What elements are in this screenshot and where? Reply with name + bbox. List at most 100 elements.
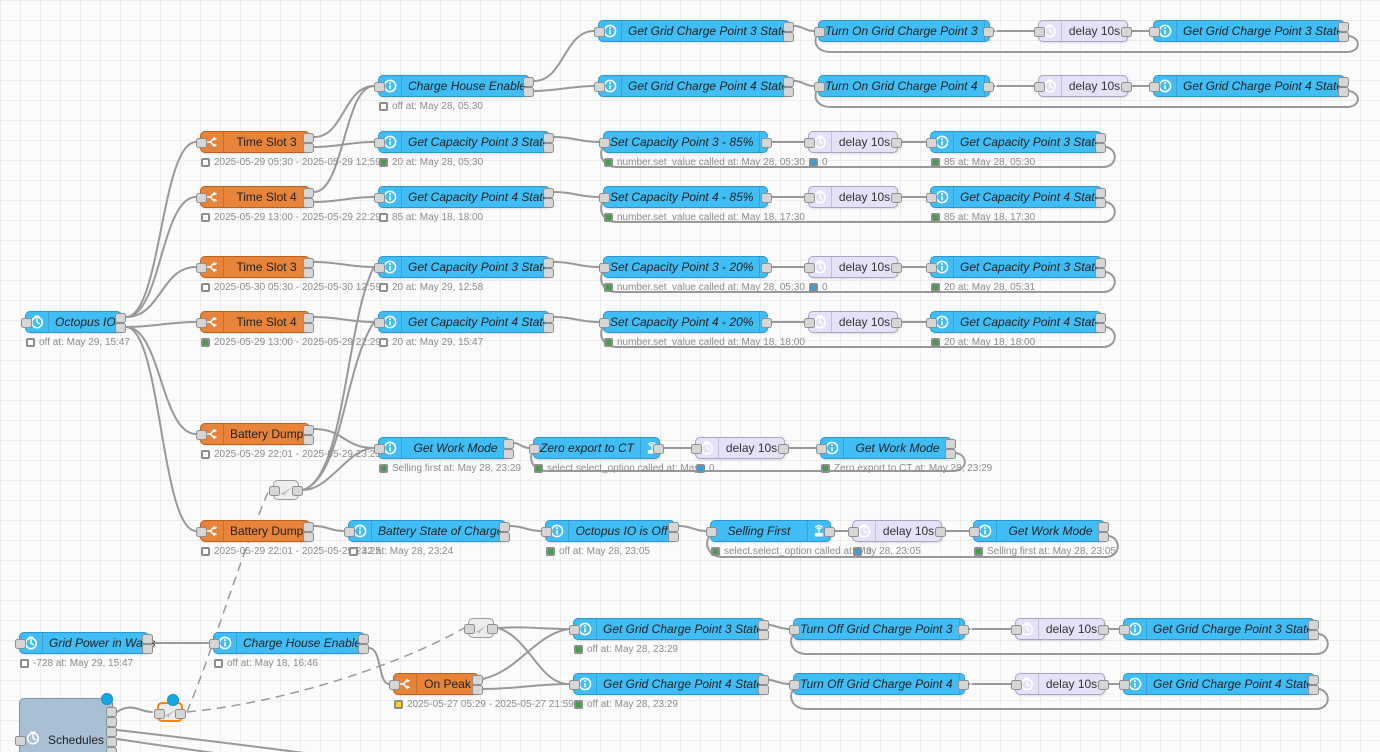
node-link-out-selected[interactable] — [154, 702, 186, 722]
output-port-1[interactable] — [543, 188, 554, 198]
output-port[interactable] — [983, 27, 994, 37]
output-port-2[interactable] — [1338, 32, 1349, 42]
output-port[interactable] — [824, 527, 835, 537]
input-port[interactable] — [374, 444, 385, 454]
output-port-1[interactable] — [758, 675, 769, 685]
output-port-1[interactable] — [543, 313, 554, 323]
output-port-1[interactable] — [1095, 133, 1106, 143]
output-port[interactable] — [1121, 27, 1132, 37]
input-port[interactable] — [1011, 625, 1022, 635]
input-port[interactable] — [1149, 27, 1160, 37]
output-port-1[interactable] — [945, 439, 956, 449]
output-port-2[interactable] — [303, 323, 314, 333]
input-port[interactable] — [374, 193, 385, 203]
input-port[interactable] — [344, 527, 355, 537]
output-port-3[interactable] — [106, 727, 117, 737]
input-port[interactable] — [599, 263, 610, 273]
output-port[interactable] — [983, 82, 994, 92]
output-port-2[interactable] — [783, 87, 794, 97]
output-port-1[interactable] — [668, 522, 679, 532]
output-port-2[interactable] — [303, 268, 314, 278]
output-port-2[interactable] — [1308, 630, 1319, 640]
input-port[interactable] — [599, 138, 610, 148]
output-port-2[interactable] — [303, 198, 314, 208]
output-port-1[interactable] — [1095, 188, 1106, 198]
input-port[interactable] — [594, 27, 605, 37]
input-port[interactable] — [196, 430, 207, 440]
node-grid-power-in-watts[interactable]: Grid Power in Watts-728 at: May 29, 15:4… — [15, 632, 155, 669]
input-port[interactable] — [1034, 82, 1045, 92]
input-port[interactable] — [1034, 27, 1045, 37]
output-port[interactable] — [761, 193, 772, 203]
output-port[interactable] — [935, 527, 946, 537]
output-port-2[interactable] — [1338, 87, 1349, 97]
output-port-2[interactable] — [758, 630, 769, 640]
node-delay-off4[interactable]: delay 10s — [1011, 673, 1109, 695]
output-port-2[interactable] — [303, 143, 314, 153]
output-port-1[interactable] — [303, 313, 314, 323]
output-port-1[interactable] — [543, 133, 554, 143]
input-port[interactable] — [269, 486, 280, 496]
output-port-1[interactable] — [758, 620, 769, 630]
output-port-1[interactable] — [1095, 258, 1106, 268]
output-port-1[interactable] — [1308, 675, 1319, 685]
input-port[interactable] — [1119, 625, 1130, 635]
node-schedules[interactable]: Schedules — [15, 698, 117, 752]
node-get-grid-charge-point-4-state-br[interactable]: Get Grid Charge Point 4 State — [1119, 673, 1319, 695]
node-get-grid-charge-point-4-state-tl[interactable]: Get Grid Charge Point 4 State — [594, 75, 794, 97]
input-port[interactable] — [21, 318, 32, 328]
input-port[interactable] — [1119, 680, 1130, 690]
output-port-2[interactable] — [115, 323, 126, 333]
output-port[interactable] — [292, 486, 303, 496]
output-port[interactable] — [1098, 625, 1109, 635]
output-port[interactable] — [175, 709, 186, 719]
input-port[interactable] — [599, 193, 610, 203]
output-port-2[interactable] — [543, 323, 554, 333]
output-port[interactable] — [761, 318, 772, 328]
input-port[interactable] — [848, 527, 859, 537]
node-turn-on-grid-charge-point-4[interactable]: Turn On Grid Charge Point 4 — [814, 75, 990, 97]
node-get-grid-charge-point-3-state-tl[interactable]: Get Grid Charge Point 3 State — [594, 20, 794, 42]
output-port-2[interactable] — [503, 449, 514, 459]
output-port-2[interactable] — [1308, 685, 1319, 695]
output-port-2[interactable] — [499, 532, 510, 542]
node-get-grid-charge-point-3-state-tr[interactable]: Get Grid Charge Point 3 State — [1149, 20, 1349, 42]
output-port-2[interactable] — [758, 685, 769, 695]
output-port-1[interactable] — [115, 313, 126, 323]
node-get-grid-charge-point-4-state-tr[interactable]: Get Grid Charge Point 4 State — [1149, 75, 1349, 97]
input-port[interactable] — [816, 444, 827, 454]
node-delay-c4[interactable]: delay 10s — [804, 311, 902, 333]
input-port[interactable] — [209, 639, 220, 649]
input-port[interactable] — [789, 625, 800, 635]
input-port[interactable] — [374, 263, 385, 273]
output-port-1[interactable] — [303, 258, 314, 268]
output-port-1[interactable] — [142, 634, 153, 644]
output-port-2[interactable] — [783, 32, 794, 42]
output-port-5[interactable] — [106, 747, 117, 752]
output-port-2[interactable] — [543, 143, 554, 153]
output-port-1[interactable] — [1095, 313, 1106, 323]
input-port[interactable] — [196, 138, 207, 148]
input-port[interactable] — [541, 527, 552, 537]
output-port-2[interactable] — [1095, 323, 1106, 333]
output-port-1[interactable] — [106, 707, 117, 717]
input-port[interactable] — [15, 736, 26, 746]
output-port-1[interactable] — [1308, 620, 1319, 630]
input-port[interactable] — [569, 680, 580, 690]
output-port-1[interactable] — [543, 258, 554, 268]
output-port-2[interactable] — [1095, 198, 1106, 208]
